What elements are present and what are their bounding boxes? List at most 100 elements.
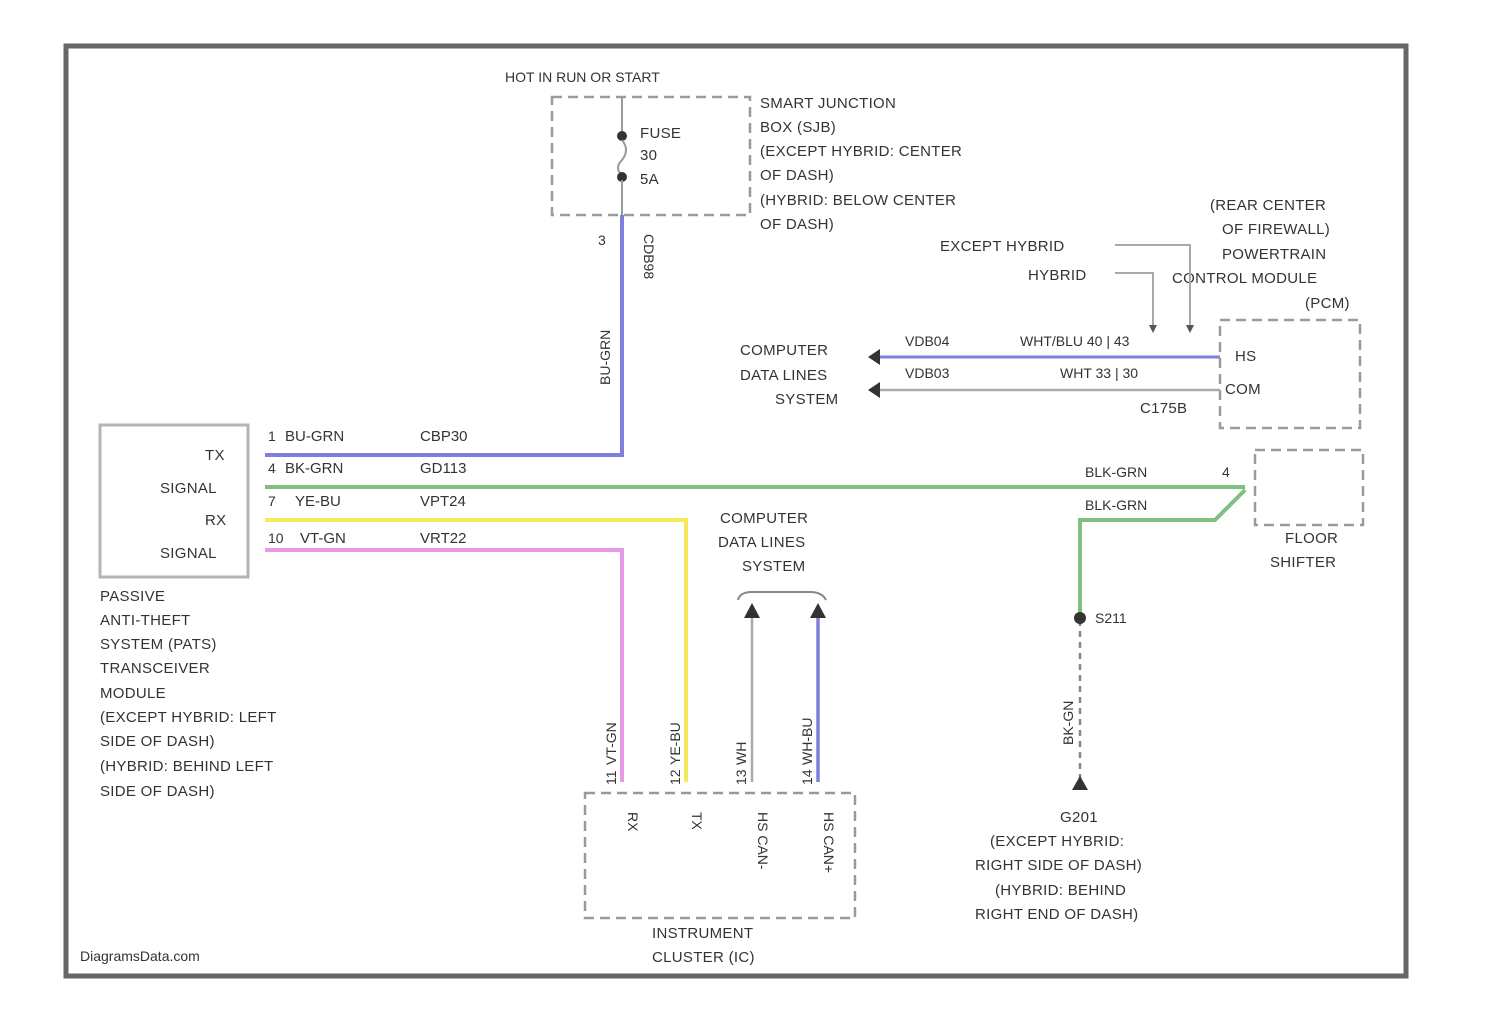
- cluster-pin-num-4: 14: [799, 769, 815, 785]
- cluster-pin-num-2: 12: [667, 769, 683, 785]
- pats-inner-rx: RX: [205, 512, 226, 529]
- arrow-left-icon: [868, 349, 880, 365]
- floor-shifter-title-1: FLOOR: [1285, 530, 1338, 547]
- pats-wire-4-circuit: VRT22: [420, 530, 466, 547]
- pcm-title-2: OF FIREWALL): [1222, 221, 1330, 238]
- pats-title-4: TRANSCEIVER: [100, 660, 210, 677]
- floor-shifter-title-2: SHIFTER: [1270, 554, 1336, 571]
- cluster-pin-num-3: 13: [733, 769, 749, 785]
- cluster-pin-num-1: 11: [603, 770, 619, 785]
- data-wire-2: VDB03: [905, 365, 950, 381]
- pats-title-7: SIDE OF DASH): [100, 733, 215, 750]
- cluster-pin-tx: TX: [689, 812, 705, 831]
- pats-pin-4: 4: [268, 460, 276, 476]
- pats-wire-4-color: VT-GN: [300, 530, 346, 547]
- ground-line-3: (HYBRID: BEHIND: [995, 882, 1126, 899]
- cluster-pin-rx: RX: [625, 812, 641, 832]
- floor-shifter-pin: 4: [1222, 464, 1230, 480]
- fuse-amperage: 5A: [640, 171, 659, 188]
- pcm-pin-hs: HS: [1235, 348, 1256, 365]
- sjb-title-6: OF DASH): [760, 216, 834, 233]
- pcm-pin-codes-1: WHT/BLU 40 | 43: [1020, 333, 1130, 349]
- cluster-wire-3: WH: [733, 742, 749, 765]
- arrow-up-icon: [744, 603, 760, 618]
- pats-pin-1: 1: [268, 428, 276, 444]
- data-lines-center-3: SYSTEM: [742, 558, 805, 575]
- splice-dot: [1074, 612, 1086, 624]
- ground-id: G201: [1060, 809, 1098, 826]
- ground-section: S211 BK-GN G201 (EXCEPT HYBRID: RIGHT SI…: [975, 610, 1142, 923]
- pats-wire-1-circuit: CBP30: [420, 428, 468, 445]
- pcm-title-5: (PCM): [1305, 295, 1350, 312]
- sjb-circuit-label: CDB98: [641, 234, 657, 279]
- cluster-wire-1: VT-GN: [603, 722, 619, 765]
- ground-wire-label: BK-GN: [1060, 701, 1076, 745]
- pcm-title-4: CONTROL MODULE: [1172, 270, 1317, 287]
- watermark: DiagramsData.com: [80, 948, 200, 964]
- ground-line-2: RIGHT SIDE OF DASH): [975, 857, 1142, 874]
- pats-title-8: (HYBRID: BEHIND LEFT: [100, 758, 274, 775]
- wire-bu-grn-power: [265, 215, 622, 455]
- data-wire-1: VDB04: [905, 333, 950, 349]
- arrow-up-icon: [810, 603, 826, 618]
- data-lines-right: COMPUTER DATA LINES SYSTEM VDB04 VDB03: [740, 333, 1220, 408]
- data-lines-center-1: COMPUTER: [720, 510, 808, 527]
- sjb-title-2: BOX (SJB): [760, 119, 836, 136]
- pcm-title-1: (REAR CENTER: [1210, 197, 1326, 214]
- splice-label: S211: [1095, 610, 1127, 626]
- sjb-title-1: SMART JUNCTION: [760, 95, 896, 112]
- ground-line-4: RIGHT END OF DASH): [975, 906, 1138, 923]
- pats-wire-1-color: BU-GRN: [285, 428, 344, 445]
- pats-wire-3-color: YE-BU: [295, 493, 341, 510]
- pats-title-6: (EXCEPT HYBRID: LEFT: [100, 709, 277, 726]
- pats-wire-2-color: BK-GRN: [285, 460, 343, 477]
- arrow-left-icon: [868, 382, 880, 398]
- fuse-label: FUSE: [640, 125, 681, 142]
- sjb-power-label: HOT IN RUN OR START: [505, 69, 660, 85]
- cluster-title-1: INSTRUMENT: [652, 925, 753, 942]
- data-lines-right-1: COMPUTER: [740, 342, 828, 359]
- cluster-pin-hs-can-plus: HS CAN+: [821, 812, 837, 873]
- pats-title-3: SYSTEM (PATS): [100, 636, 217, 653]
- data-lines-right-3: SYSTEM: [775, 391, 838, 408]
- cluster-title-2: CLUSTER (IC): [652, 949, 755, 966]
- pats-inner-tx: TX: [205, 447, 225, 464]
- smart-junction-box: HOT IN RUN OR START FUSE 30 5A SMART JUN…: [505, 69, 962, 385]
- sjb-pin: 3: [598, 232, 606, 248]
- data-lines-right-2: DATA LINES: [740, 367, 827, 384]
- pcm-hybrid: HYBRID: [1028, 267, 1086, 284]
- sjb-wire-label: BU-GRN: [597, 330, 613, 385]
- pats-inner-signal-2: SIGNAL: [160, 545, 217, 562]
- pats-title-2: ANTI-THEFT: [100, 612, 191, 629]
- pats-title-5: MODULE: [100, 685, 166, 702]
- pcm-box: [1220, 320, 1360, 428]
- pats-wire-3-circuit: VPT24: [420, 493, 466, 510]
- floor-shifter-wire-bottom: BLK-GRN: [1085, 497, 1147, 513]
- cluster-pin-hs-can-minus: HS CAN-: [755, 812, 771, 870]
- pats-inner-signal-1: SIGNAL: [160, 480, 217, 497]
- cluster-wire-2: YE-BU: [667, 722, 683, 765]
- pats-wire-2-circuit: GD113: [420, 460, 466, 477]
- pcm-connector: C175B: [1140, 400, 1187, 417]
- pats-module: TX SIGNAL RX SIGNAL PASSIVE ANTI-THEFT S…: [100, 425, 468, 800]
- fuse-number: 30: [640, 147, 657, 164]
- pcm-title-3: POWERTRAIN: [1222, 246, 1326, 263]
- sjb-title-3: (EXCEPT HYBRID: CENTER: [760, 143, 962, 160]
- pcm-section: (REAR CENTER OF FIREWALL) POWERTRAIN CON…: [940, 197, 1360, 428]
- pcm-except-hybrid: EXCEPT HYBRID: [940, 238, 1065, 255]
- pats-title-1: PASSIVE: [100, 588, 165, 605]
- pcm-pin-codes-2: WHT 33 | 30: [1060, 365, 1138, 381]
- wire-vt-gn: [265, 550, 622, 782]
- pcm-pin-com: COM: [1225, 381, 1261, 398]
- sjb-title-5: (HYBRID: BELOW CENTER: [760, 192, 956, 209]
- instrument-cluster: VT-GN YE-BU WH WH-BU 11 12 13 14 RX TX H…: [585, 718, 855, 966]
- pats-pin-10: 10: [268, 530, 284, 546]
- cluster-wire-4: WH-BU: [799, 718, 815, 765]
- pats-pin-7: 7: [268, 493, 276, 509]
- sjb-title-4: OF DASH): [760, 167, 834, 184]
- data-lines-center-2: DATA LINES: [718, 534, 805, 551]
- floor-shifter-wire-top: BLK-GRN: [1085, 464, 1147, 480]
- ground-line-1: (EXCEPT HYBRID:: [990, 833, 1124, 850]
- pats-title-9: SIDE OF DASH): [100, 783, 215, 800]
